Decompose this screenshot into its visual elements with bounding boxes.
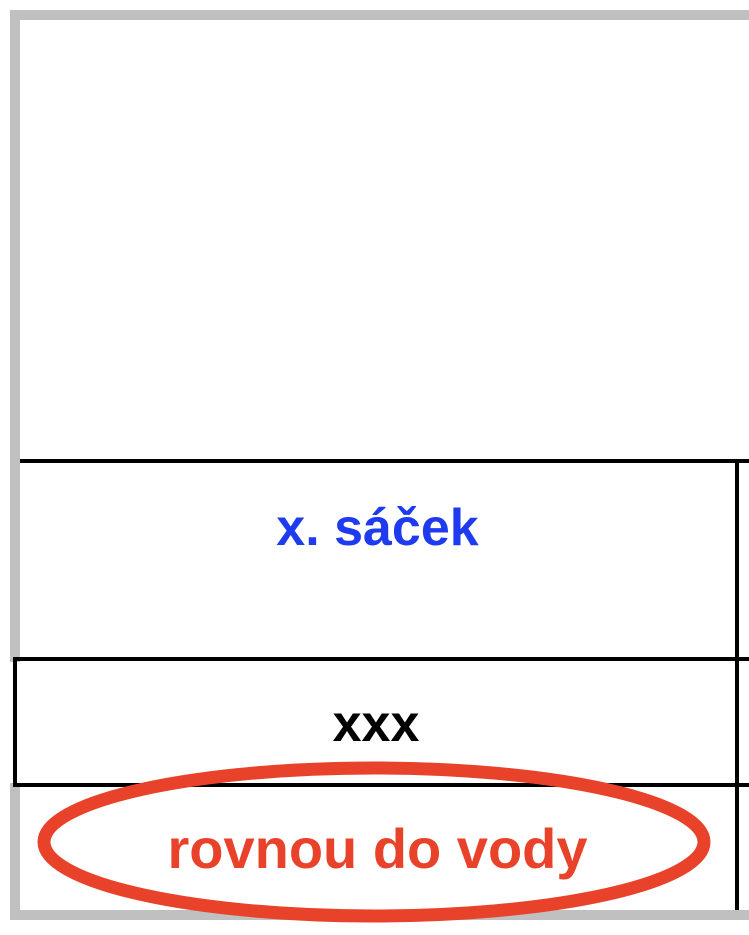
highlighted-cell: rovnou do vody xyxy=(167,817,588,880)
frame-top-border xyxy=(10,10,749,20)
frame-left-border-lower xyxy=(10,783,20,920)
frame-left-border-upper xyxy=(10,10,20,662)
bag-label-cell: x. sáček xyxy=(276,499,479,557)
row-divider xyxy=(20,459,749,463)
row-divider xyxy=(13,783,749,787)
placeholder-cell: xxx xyxy=(332,695,420,753)
row-divider xyxy=(13,657,749,661)
table-left-border xyxy=(13,659,17,785)
column-divider xyxy=(735,459,739,910)
